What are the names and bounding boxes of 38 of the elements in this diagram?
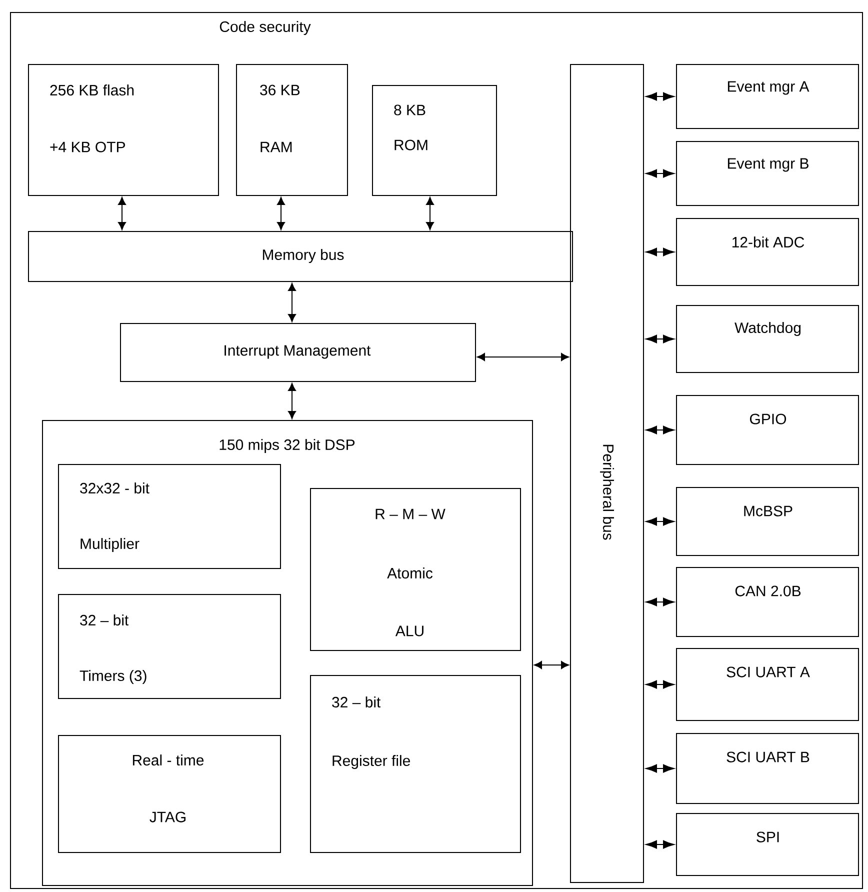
peripheral-box: Event mgr B xyxy=(676,141,859,206)
unit-box: 32x32 - bit Multiplier xyxy=(58,464,281,569)
arrow xyxy=(288,283,296,322)
unit-box: R – M – W Atomic ALU xyxy=(310,488,521,651)
memory-box: 8 KB ROM xyxy=(372,85,497,196)
peripheral-box: SCI UART A xyxy=(676,648,859,721)
arrow xyxy=(646,598,674,606)
arrow xyxy=(646,169,674,178)
memory-box: 36 KB RAM xyxy=(236,64,348,196)
arrow xyxy=(646,426,674,434)
arrow xyxy=(646,334,674,344)
bus-bar: Peripheral bus xyxy=(570,64,644,884)
arrow xyxy=(477,353,569,361)
unit-box: Interrupt Management xyxy=(120,323,476,382)
arrow xyxy=(534,661,569,669)
peripheral-box: Event mgr A xyxy=(676,64,859,129)
arrow xyxy=(646,840,674,849)
arrow xyxy=(288,383,296,419)
memory-box: 256 KB flash +4 KB OTP xyxy=(28,64,219,196)
arrow xyxy=(118,197,126,230)
peripheral-box: SCI UART B xyxy=(676,733,859,804)
arrow xyxy=(646,92,674,101)
arrow xyxy=(646,517,674,526)
arrow xyxy=(646,764,674,773)
peripheral-box: 12-bit ADC xyxy=(676,218,859,286)
arrow xyxy=(277,197,285,230)
unit-box: Real - time JTAG xyxy=(58,735,281,853)
unit-box: 32 – bit Timers (3) xyxy=(58,594,281,699)
bus-bar: Memory bus xyxy=(28,231,573,282)
peripheral-box: Watchdog xyxy=(676,305,859,373)
arrow xyxy=(646,680,674,689)
peripheral-box: CAN 2.0B xyxy=(676,567,859,637)
peripheral-box: GPIO xyxy=(676,395,859,465)
peripheral-box: SPI xyxy=(676,813,859,876)
arrow xyxy=(646,248,674,256)
peripheral-box: McBSP xyxy=(676,487,859,556)
unit-box: 32 – bit Register file xyxy=(310,675,521,853)
arrow xyxy=(426,197,434,230)
